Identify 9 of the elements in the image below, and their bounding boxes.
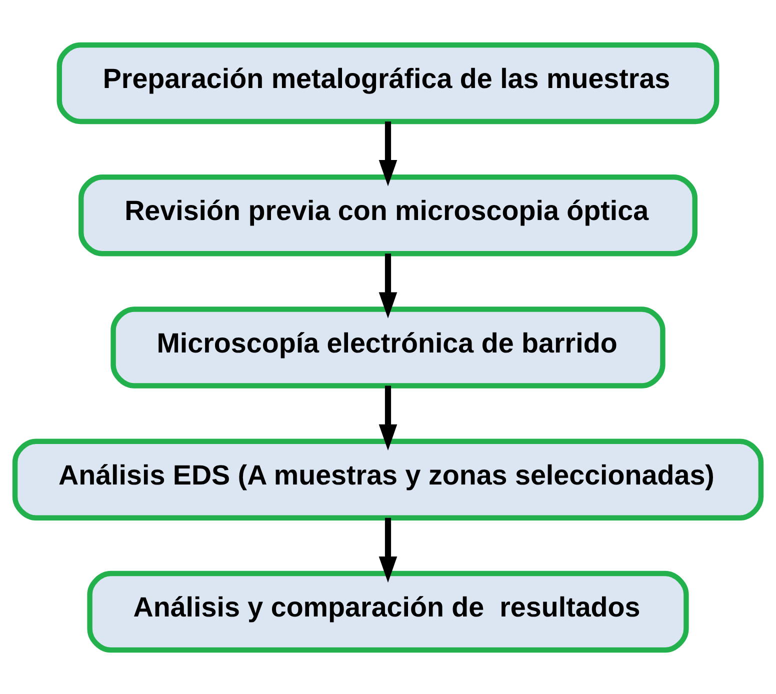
arrow [378, 517, 398, 582]
arrow [378, 120, 398, 186]
node-box: Análisis EDS (A muestras y zonas seleccionadas) [12, 438, 764, 520]
arrow [378, 253, 398, 318]
node-box: Análisis y comparación de resultados [87, 570, 689, 652]
node-box: Preparación metalográfica de las muestras [56, 42, 720, 124]
node-box: Revisión previa con microscopia óptica [78, 174, 698, 256]
arrow [378, 385, 398, 450]
node-box: Microscopía electrónica de barrido [110, 306, 666, 388]
